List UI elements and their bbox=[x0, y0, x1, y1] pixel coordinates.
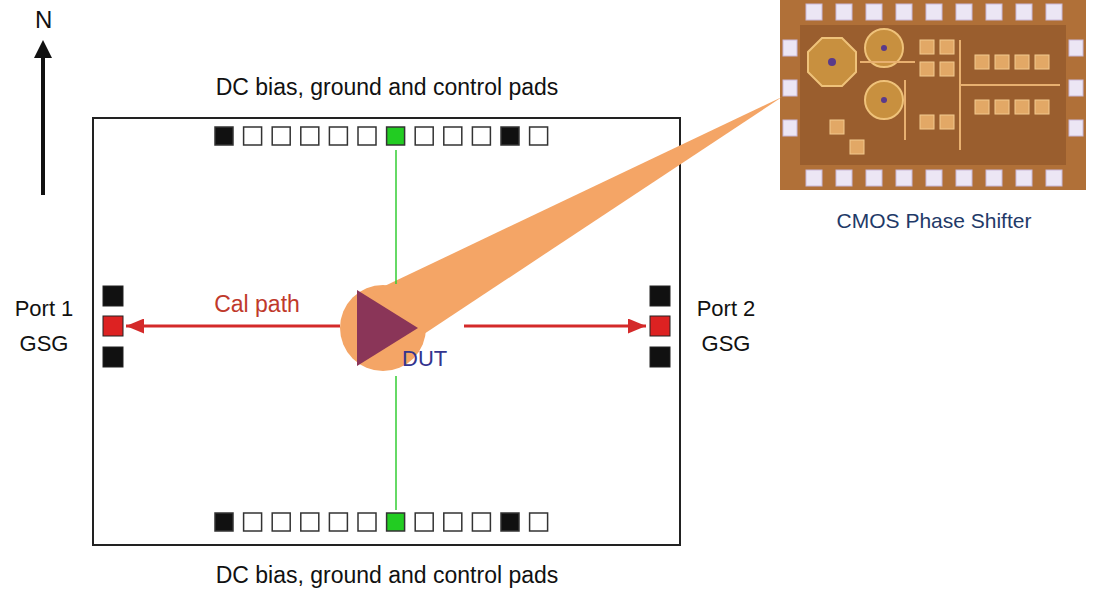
dut-block: DUT bbox=[340, 284, 464, 376]
node-text: DUT bbox=[402, 346, 447, 372]
pad-row-heading: DC bias, ground and control pads bbox=[208, 72, 567, 150]
chip-outline bbox=[93, 118, 680, 545]
cal-path-arrow bbox=[464, 325, 646, 328]
bias-line bbox=[395, 150, 397, 284]
bottom-pad-row bbox=[215, 513, 548, 531]
node-text: Port 1 GSG bbox=[2, 291, 86, 361]
port-pad-group: Port 1 GSG bbox=[2, 283, 126, 369]
bias-line bbox=[395, 376, 397, 510]
node-text: DC bias, ground and control pads bbox=[216, 562, 559, 590]
port2-gsg-pads bbox=[650, 286, 670, 367]
cal-path-arrow bbox=[126, 325, 340, 328]
compass-label: N bbox=[35, 6, 52, 34]
north-arrow bbox=[34, 40, 52, 195]
chip-photo bbox=[780, 0, 1086, 190]
node-text: Port 2 GSG bbox=[684, 291, 768, 361]
node-text: DC bias, ground and control pads bbox=[216, 74, 559, 102]
pad-row-heading: DC bias, ground and control pads bbox=[208, 510, 567, 596]
top-pad-row bbox=[215, 127, 548, 145]
edge-label: Cal path bbox=[212, 291, 302, 318]
port1-gsg-pads bbox=[103, 286, 123, 367]
port-pad-group: Port 2 GSG bbox=[646, 283, 770, 369]
chip-photo-box: CMOS Phase Shifter bbox=[778, 0, 1090, 236]
node-text: CMOS Phase Shifter bbox=[837, 208, 1032, 233]
